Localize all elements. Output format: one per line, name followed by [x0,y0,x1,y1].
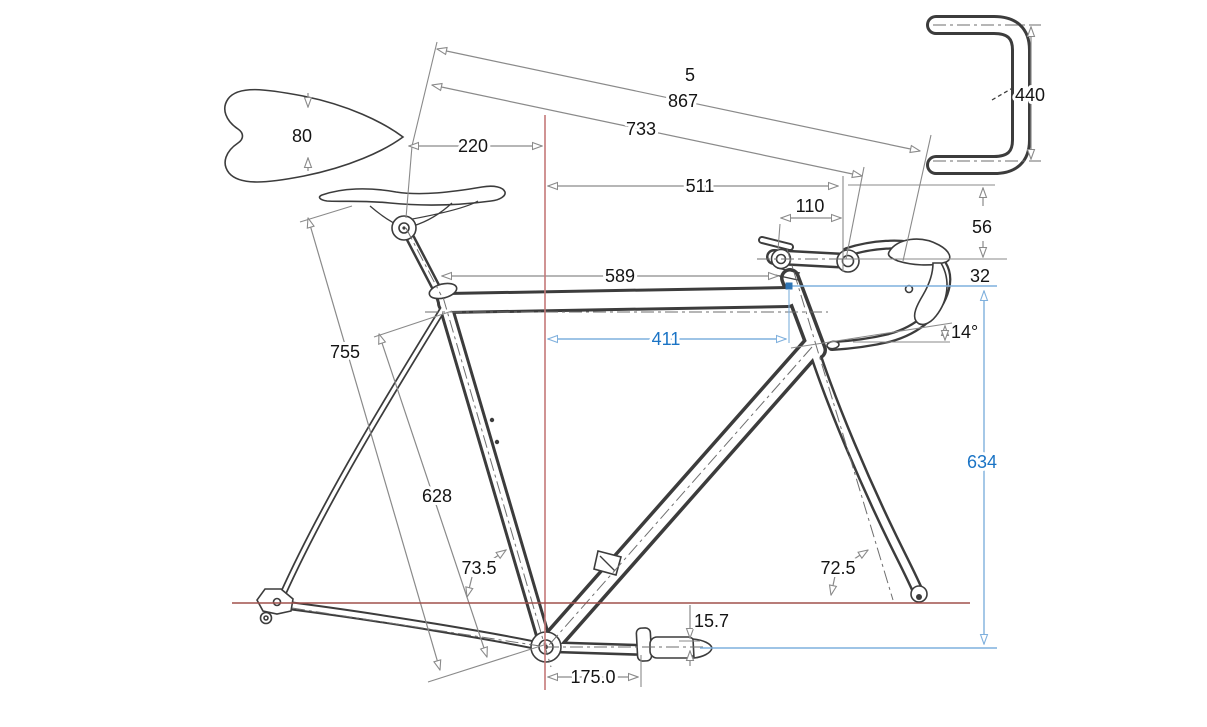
down-tube-centerline [548,346,813,646]
dim-label-saddle-height: 755 [330,342,360,362]
front-axle [916,594,922,600]
steering-axis [786,248,894,601]
dim-label-drop-angle: 14° [951,322,978,342]
dimension-layer [299,27,1031,687]
stack-point-marker [785,282,793,290]
seat-angle-leader [489,550,506,562]
dim-label-stem-length: 110 [796,196,825,216]
brake-lever [913,262,948,326]
dim-label-pedal-offset: 15.7 [694,611,729,631]
dim-label-bar-drop-lower: 32 [970,266,990,286]
dim-label-handlebar-offset: 511 [686,176,715,196]
break-mark [991,85,1017,101]
dim-label-bar-to-pedal: 634 [967,452,997,472]
dim-label-reach: 411 [652,329,681,349]
seat-tube-centerline [442,296,552,668]
dim-label-seat-tube-angle: 73.5 [461,558,496,578]
dim-label-saddle-to-steerer: 589 [605,266,635,286]
dim-label-saddle-to-hood: 867 [668,91,698,111]
drop-angle-line [790,322,953,349]
saddle-top-view [224,88,405,183]
dim-label-crank-length: 175.0 [570,667,615,687]
rear-axle [272,597,282,607]
dim-label-seat-tube-length: 628 [422,486,452,506]
bb-baseline [427,643,548,683]
dim-label-head-tube-angle: 72.5 [820,558,855,578]
bottle-boss [494,439,500,445]
head-angle-leader [850,550,868,562]
bottle-boss [489,417,495,423]
seat-stay [278,300,450,600]
saddle-nose-extension [405,41,438,219]
dim-label-saddle-to-bar: 733 [626,119,656,139]
reference-lines-layer [232,115,997,690]
dim-label-frame-size: 5 [685,65,695,85]
dim-label-bar-drop-upper: 56 [972,217,992,237]
dim-label-handlebar-width: 440 [1015,85,1045,105]
handlebar-top-view [926,15,1031,175]
labels-layer: 5 867 733 220 80 511 110 589 411 755 628… [289,62,1048,690]
dim-733 [432,85,862,176]
brake-hood [887,238,951,266]
saddle-side-view [318,185,506,206]
dim-label-saddle-setback: 220 [458,136,488,156]
dim-label-saddle-width: 80 [292,126,312,146]
